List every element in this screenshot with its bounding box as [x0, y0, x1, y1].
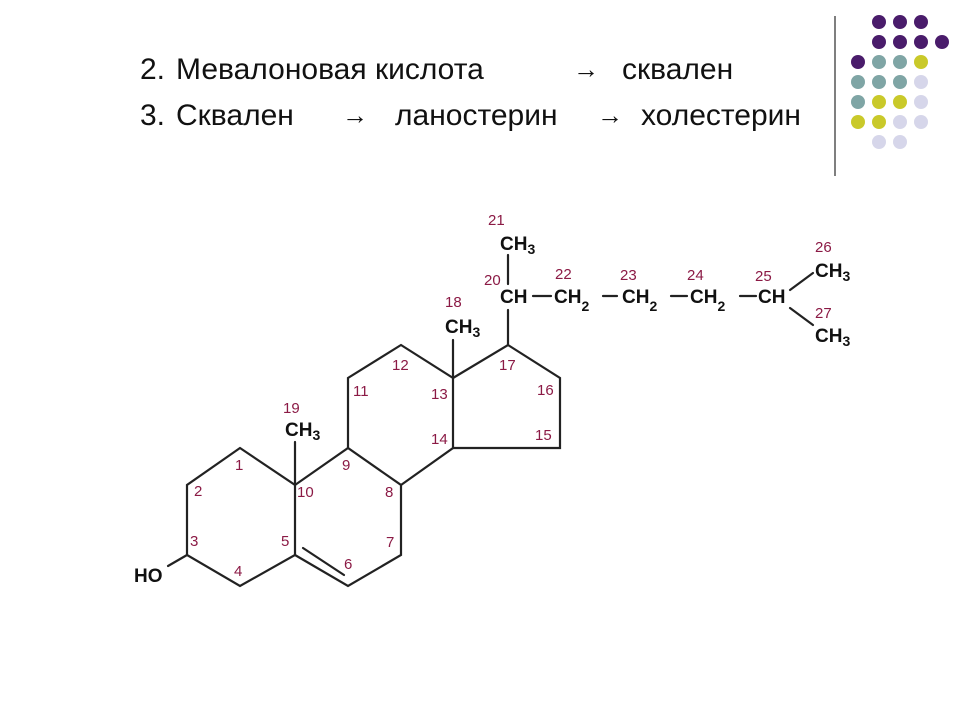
atom-number-7: 7	[386, 534, 394, 551]
ch2-24-label: CH2	[690, 287, 725, 314]
decor-dot	[914, 115, 928, 129]
atom-number-13: 13	[431, 386, 448, 403]
arrow-icon: →	[573, 54, 599, 84]
bond-lines	[166, 253, 815, 588]
atom-number-12: 12	[392, 357, 409, 374]
atom-number-9: 9	[342, 457, 350, 474]
atom-number-16: 16	[537, 382, 554, 399]
decor-dot	[893, 75, 907, 89]
atom-number-23: 23	[620, 267, 637, 284]
decorative-vertical-rule	[834, 16, 836, 176]
atom-number-11: 11	[353, 383, 369, 400]
atom-number-24: 24	[687, 267, 704, 284]
mevalonic-acid-text: Мевалоновая кислота	[176, 53, 484, 86]
step-number-2: 2.	[140, 53, 166, 86]
decor-dot	[914, 35, 928, 49]
atom-number-18: 18	[445, 294, 462, 311]
ch3-27-label: CH3	[815, 326, 850, 349]
ch-20-label: CH	[500, 287, 527, 308]
double-bond-c5-c6	[301, 546, 346, 577]
atom-number-8: 8	[385, 484, 393, 501]
decor-dot	[872, 55, 886, 69]
atom-number-2: 2	[194, 483, 202, 500]
ch2-23-label: CH2	[622, 287, 657, 314]
atom-number-5: 5	[281, 533, 289, 550]
cholesterol-text: холестерин	[641, 99, 801, 132]
atom-number-6: 6	[344, 556, 352, 573]
atom-number-20: 20	[484, 272, 501, 289]
atom-number-21: 21	[488, 212, 505, 229]
decor-dot	[872, 135, 886, 149]
decor-dot	[914, 75, 928, 89]
decor-dot	[914, 95, 928, 109]
atom-number-1: 1	[235, 457, 243, 474]
decor-dot	[872, 95, 886, 109]
ch-25-label: CH	[758, 287, 785, 308]
decor-dot	[851, 75, 865, 89]
atom-number-10: 10	[297, 484, 314, 501]
atom-number-26: 26	[815, 239, 832, 256]
arrow-icon: →	[597, 100, 623, 130]
decor-dot	[851, 115, 865, 129]
decor-dot	[872, 75, 886, 89]
decor-dot	[893, 15, 907, 29]
arrow-icon: →	[342, 100, 368, 130]
functional-groups: CH3 CH3 CH3 CH CH2 CH2 CH2 CH CH3 CH3 HO	[134, 234, 850, 587]
atom-number-19: 19	[283, 400, 300, 417]
atom-number-17: 17	[499, 357, 516, 374]
atom-number-14: 14	[431, 431, 448, 448]
atom-number-27: 27	[815, 305, 832, 322]
atom-number-25: 25	[755, 268, 772, 285]
bond-c3-oh	[166, 553, 189, 568]
ch2-22-label: CH2	[554, 287, 589, 314]
decor-dot	[872, 35, 886, 49]
decor-dot	[851, 95, 865, 109]
decorative-dot-grid	[851, 15, 949, 149]
ring-d	[451, 343, 562, 450]
decor-dot	[893, 135, 907, 149]
decor-dot	[893, 95, 907, 109]
decor-dot	[935, 35, 949, 49]
ch3-21-label: CH3	[500, 234, 535, 257]
squalene-start-text: Сквален	[176, 99, 294, 132]
ch3-18-label: CH3	[445, 317, 480, 340]
decor-dot	[851, 55, 865, 69]
atom-number-22: 22	[555, 266, 572, 283]
hydroxyl-label: HO	[134, 566, 163, 587]
decor-dot	[893, 115, 907, 129]
squalene-text: сквален	[622, 53, 734, 86]
atom-numbers: 1 2 3 4 5 6 7 8 9 10 11 12 13 14 15 16 1…	[190, 212, 832, 580]
step-number-3: 3.	[140, 99, 166, 132]
decor-dot	[872, 15, 886, 29]
atom-number-15: 15	[535, 427, 552, 444]
bond-c25-c26	[788, 271, 815, 292]
ch3-19-label: CH3	[285, 420, 320, 443]
ring-c	[346, 343, 455, 487]
atom-number-4: 4	[234, 563, 242, 580]
ring-b	[293, 446, 403, 588]
decor-dot	[914, 55, 928, 69]
decor-dot	[872, 115, 886, 129]
ch3-26-label: CH3	[815, 261, 850, 284]
atom-number-3: 3	[190, 533, 198, 550]
decor-dot	[914, 15, 928, 29]
lanosterol-text: ланостерин	[395, 99, 558, 132]
decor-dot	[893, 55, 907, 69]
bond-c25-c27	[788, 306, 815, 327]
decor-dot	[893, 35, 907, 49]
